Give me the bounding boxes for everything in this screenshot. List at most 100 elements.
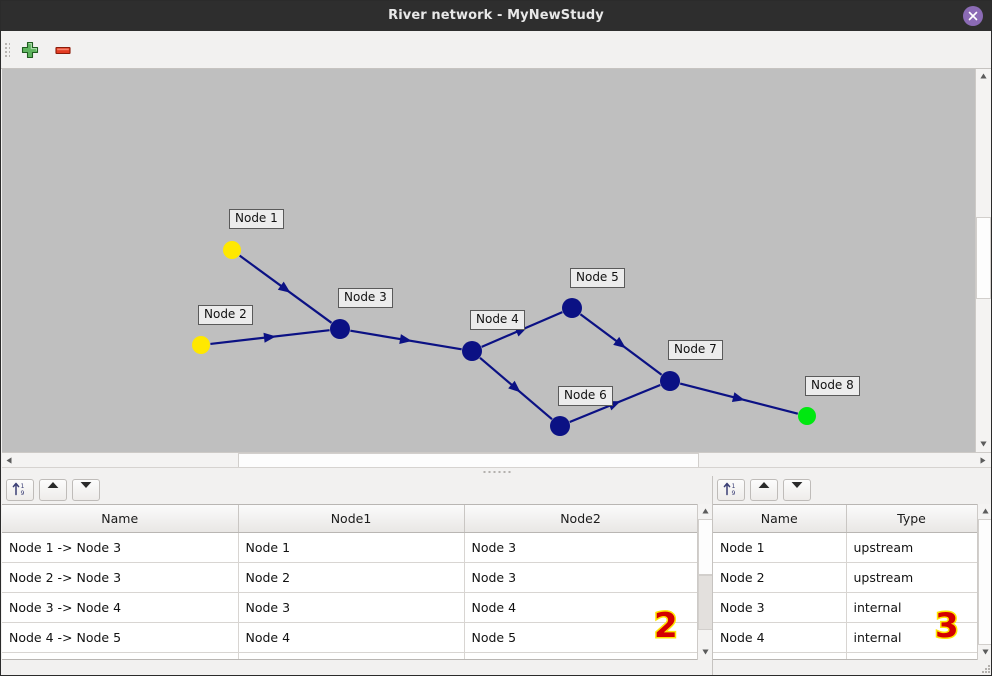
add-green-plus-icon[interactable] bbox=[19, 39, 41, 61]
canvas-vertical-scrollbar[interactable] bbox=[975, 69, 991, 452]
scroll-left-arrow-icon[interactable] bbox=[2, 453, 17, 468]
table-cell[interactable]: Node 4 -> Node 5 bbox=[2, 622, 239, 653]
table-cell[interactable]: Node 1 bbox=[238, 532, 465, 563]
scroll-down-arrow-icon[interactable] bbox=[976, 437, 991, 452]
delete-red-minus-icon[interactable] bbox=[52, 39, 74, 61]
main-toolbar bbox=[1, 31, 991, 69]
table-cell[interactable]: Node 4 bbox=[713, 622, 847, 653]
canvas-horizontal-scroll-thumb[interactable] bbox=[238, 453, 699, 468]
canvas-horizontal-scrollbar[interactable] bbox=[2, 452, 991, 468]
column-header-type[interactable]: Type bbox=[846, 505, 977, 533]
graph-node-label[interactable]: Node 1 bbox=[229, 209, 284, 229]
links-table-vertical-scrollbar[interactable] bbox=[697, 504, 713, 660]
scroll-right-arrow-icon[interactable] bbox=[976, 453, 991, 468]
links-table-vertical-scroll-thumb[interactable] bbox=[698, 575, 713, 630]
table-cell[interactable]: Node 4 bbox=[464, 592, 697, 623]
svg-text:9: 9 bbox=[21, 490, 25, 497]
panel-splitter[interactable] bbox=[2, 467, 991, 477]
canvas-vertical-scroll-thumb[interactable] bbox=[976, 217, 991, 299]
table-cell[interactable]: Node 5 bbox=[464, 622, 697, 653]
graph-node-label[interactable]: Node 5 bbox=[570, 268, 625, 288]
table-cell[interactable]: Node 4 bbox=[238, 622, 465, 653]
table-cell[interactable]: Node 2 bbox=[713, 562, 847, 593]
move-up-button[interactable] bbox=[39, 479, 67, 501]
graph-node[interactable] bbox=[798, 407, 816, 425]
graph-node-label[interactable]: Node 6 bbox=[558, 386, 613, 406]
table-cell[interactable]: upstream bbox=[846, 562, 977, 593]
column-header-node2[interactable]: Node2 bbox=[464, 505, 697, 533]
scroll-down-arrow-icon[interactable] bbox=[978, 645, 991, 660]
table-cell[interactable]: Node 2 bbox=[238, 562, 465, 593]
table-cell[interactable]: Node 3 bbox=[464, 562, 697, 593]
graph-edge-arrow bbox=[263, 332, 276, 343]
column-header-name[interactable]: Name bbox=[2, 505, 239, 533]
graph-node-label[interactable]: Node 3 bbox=[338, 288, 393, 308]
graph-node-label[interactable]: Node 7 bbox=[668, 340, 723, 360]
graph-node[interactable] bbox=[223, 241, 241, 259]
graph-node[interactable] bbox=[330, 319, 350, 339]
scroll-up-arrow-icon[interactable] bbox=[976, 69, 991, 84]
graph-node[interactable] bbox=[462, 341, 482, 361]
close-icon[interactable] bbox=[963, 6, 983, 26]
table-cell[interactable]: Node 2 -> Node 3 bbox=[2, 562, 239, 593]
scroll-down-arrow-icon[interactable] bbox=[698, 645, 713, 660]
table-cell[interactable]: Node 1 bbox=[713, 532, 847, 563]
table-cell[interactable]: internal bbox=[846, 592, 977, 623]
move-up-button[interactable] bbox=[750, 479, 778, 501]
scroll-up-arrow-icon[interactable] bbox=[978, 504, 991, 519]
sort-ascending-icon[interactable]: 1 9 bbox=[6, 479, 34, 501]
graph-node-label[interactable]: Node 8 bbox=[805, 376, 860, 396]
table-cell[interactable]: Node 1 -> Node 3 bbox=[2, 532, 239, 563]
resize-grip-icon[interactable] bbox=[982, 665, 990, 673]
table-cell[interactable]: Node 3 bbox=[713, 592, 847, 623]
graph-node[interactable] bbox=[192, 336, 210, 354]
table-empty-row bbox=[713, 652, 977, 659]
window-title: River network - MyNewStudy bbox=[388, 8, 604, 23]
graph-node[interactable] bbox=[562, 298, 582, 318]
graph-node-label[interactable]: Node 4 bbox=[470, 310, 525, 330]
links-scroll-thumb-upper[interactable] bbox=[698, 519, 713, 575]
graph-edge-arrow bbox=[613, 336, 626, 349]
table-empty-row bbox=[2, 652, 697, 659]
svg-text:1: 1 bbox=[732, 483, 736, 490]
table-cell[interactable]: Node 3 bbox=[464, 532, 697, 563]
sort-ascending-icon[interactable]: 1 9 bbox=[717, 479, 745, 501]
network-diagram-canvas[interactable]: Node 1 Node 2 Node 3 Node 4 Node 5 Node 6 Node… bbox=[2, 69, 990, 467]
graph-node-label[interactable]: Node 2 bbox=[198, 305, 253, 325]
table-cell[interactable]: internal bbox=[846, 622, 977, 653]
toolbar-drag-handle[interactable] bbox=[5, 41, 10, 59]
nodes-table-vertical-scrollbar[interactable] bbox=[977, 504, 991, 660]
column-header-node1[interactable]: Node1 bbox=[238, 505, 465, 533]
column-header-name[interactable]: Name bbox=[713, 505, 847, 533]
move-down-button[interactable] bbox=[783, 479, 811, 501]
nodes-table-vertical-scroll-thumb[interactable] bbox=[978, 519, 991, 645]
table-cell[interactable]: Node 3 -> Node 4 bbox=[2, 592, 239, 623]
svg-text:1: 1 bbox=[21, 483, 25, 490]
graph-edge-arrow bbox=[277, 281, 291, 293]
graph-node[interactable] bbox=[550, 416, 570, 436]
table-cell[interactable]: upstream bbox=[846, 532, 977, 563]
graph-node[interactable] bbox=[660, 371, 680, 391]
move-down-button[interactable] bbox=[72, 479, 100, 501]
graph-edge-arrow bbox=[731, 392, 745, 402]
scroll-up-arrow-icon[interactable] bbox=[698, 504, 713, 519]
splitter-grip-icon bbox=[483, 471, 511, 473]
table-cell[interactable]: Node 3 bbox=[238, 592, 465, 623]
